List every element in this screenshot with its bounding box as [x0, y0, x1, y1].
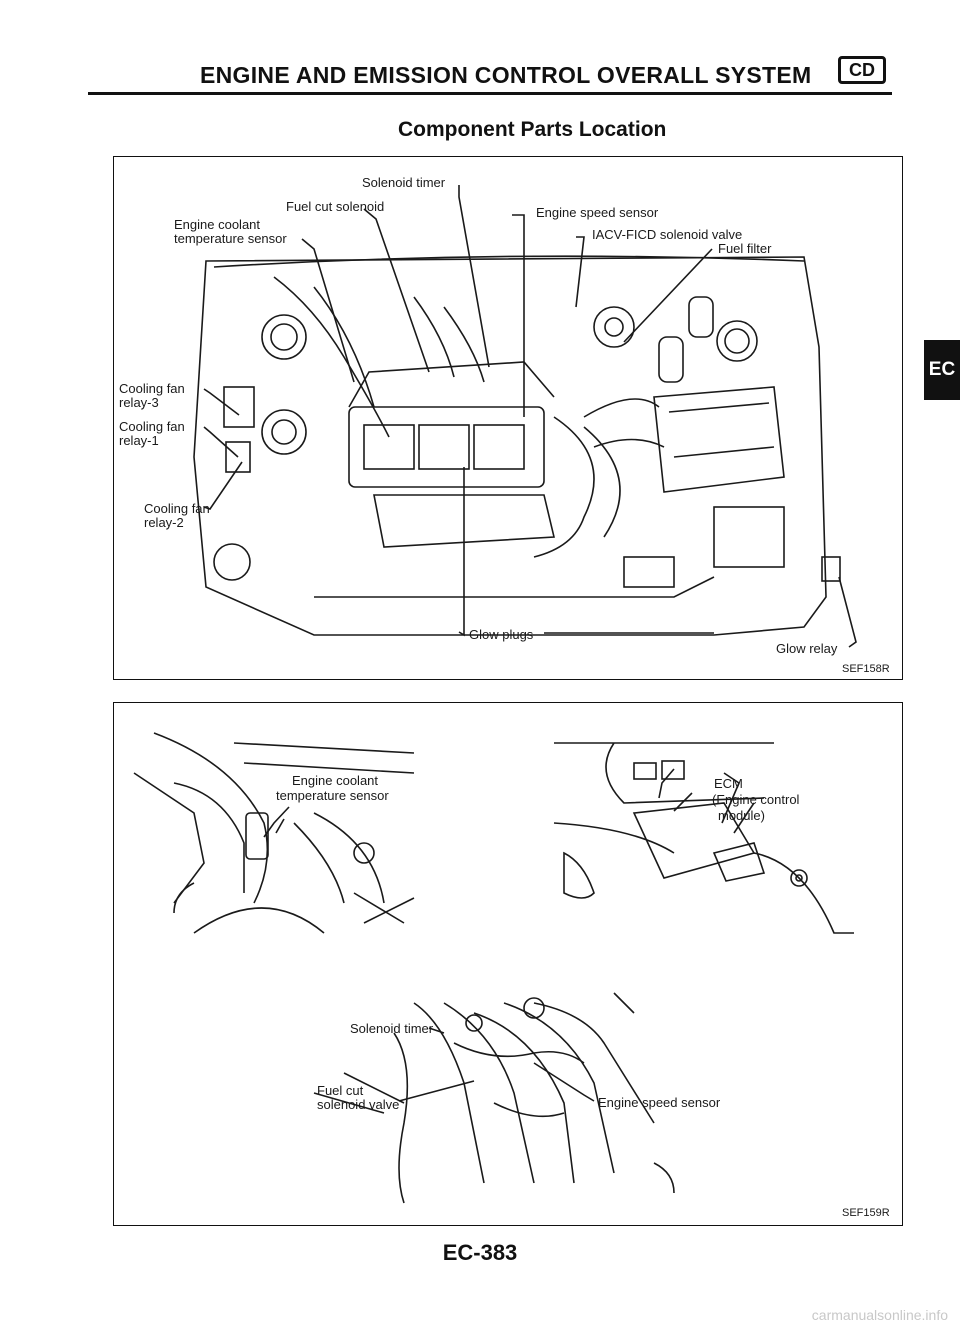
- engine-bay-illustration: [193, 185, 857, 648]
- section-title: Component Parts Location: [398, 118, 667, 141]
- label-fuel-filter: Fuel filter: [718, 241, 772, 256]
- figure-detail-views-panel: Engine coolant temperature sensor ECM (E…: [113, 702, 903, 1226]
- label-engine-coolant-line2: temperature sensor: [174, 231, 287, 246]
- label-glow-relay: Glow relay: [776, 641, 838, 656]
- label-iacv-ficd-solenoid-valve: IACV-FICD solenoid valve: [592, 227, 743, 242]
- detail-label-ecm-line2: (Engine control: [712, 792, 800, 807]
- label-solenoid-timer: Solenoid timer: [362, 175, 446, 190]
- label-engine-speed-sensor: Engine speed sensor: [536, 205, 659, 220]
- figure-engine-bay-panel: Solenoid timer Fuel cut solenoid Engine …: [113, 156, 903, 680]
- header-rule: [88, 92, 892, 95]
- watermark: carmanualsonline.info: [811, 1307, 948, 1323]
- detail-label-fuel-cut-line1: Fuel cut: [317, 1083, 364, 1098]
- cd-badge: CD: [838, 56, 886, 84]
- figure1-ref-code: SEF158R: [842, 663, 890, 675]
- label-fuel-cut-solenoid: Fuel cut solenoid: [286, 199, 385, 214]
- detail-label-fuel-cut-line2: solenoid valve: [317, 1097, 400, 1112]
- page-header-title: ENGINE AND EMISSION CONTROL OVERALL SYST…: [200, 62, 812, 88]
- detail-label-engine-speed-sensor: Engine speed sensor: [598, 1095, 721, 1110]
- detail-views-illustration: [133, 732, 854, 1204]
- detail-label-ecm-line1: ECM: [714, 776, 743, 791]
- label-glow-plugs: Glow plugs: [469, 627, 534, 642]
- page-number: EC-383: [442, 1240, 518, 1265]
- detail-label-ecm-line3: module): [718, 808, 765, 823]
- figure2-ref-code: SEF159R: [842, 1207, 890, 1219]
- label-cooling-fan-relay3-line2: relay-3: [119, 395, 159, 410]
- label-engine-coolant-line1: Engine coolant: [174, 217, 261, 232]
- label-cooling-fan-relay2-line2: relay-2: [144, 515, 184, 530]
- label-cooling-fan-relay1-line1: Cooling fan: [119, 419, 185, 434]
- label-cooling-fan-relay1-line2: relay-1: [119, 433, 159, 448]
- label-cooling-fan-relay3-line1: Cooling fan: [119, 381, 185, 396]
- detail-label-solenoid-timer: Solenoid timer: [350, 1021, 434, 1036]
- section-tab-ec: EC: [924, 340, 960, 400]
- label-cooling-fan-relay2-line1: Cooling fan: [144, 501, 210, 516]
- detail-label-engine-coolant-line2: temperature sensor: [276, 788, 389, 803]
- detail-label-engine-coolant-line1: Engine coolant: [292, 773, 379, 788]
